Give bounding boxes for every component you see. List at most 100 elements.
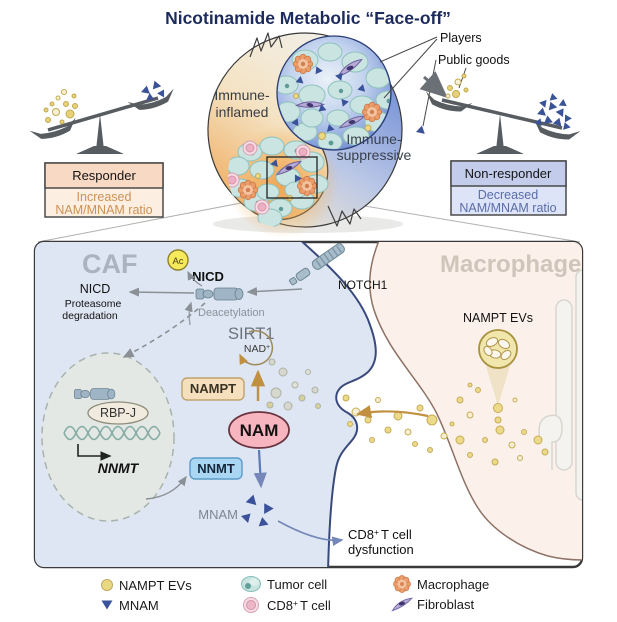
transcription-arrow: [77, 444, 112, 461]
non-responder-header: Non-responder: [465, 166, 552, 181]
left-balance-scale: [29, 80, 174, 154]
players-label: Players: [440, 31, 482, 45]
legend-fibroblast-icon: [391, 597, 414, 612]
deacetylation-label: Deacetylation: [198, 307, 265, 319]
legend-macrophage-icon: [393, 575, 411, 593]
degradation-line2: Proteasome: [65, 298, 122, 310]
cd8-tcell-icons: [228, 140, 311, 215]
svg-text:inflamed: inflamed: [216, 104, 269, 120]
tear-marks-bottom: [327, 205, 362, 227]
macrophage-cell-body: [369, 242, 582, 560]
nicd-to-nucleus-arrow: [122, 302, 206, 358]
responder-header: Responder: [72, 168, 136, 183]
legend-cd8-icon: [243, 597, 259, 613]
nampt-box: [181, 377, 245, 401]
legend-tumor-cell-label: Tumor cell: [267, 577, 327, 592]
sirt1-label: SIRT1: [228, 325, 274, 343]
figure-legend: NAMPT EVs MNAM Tumor cell CD8+T cell Mac…: [101, 575, 489, 613]
fibroblast-icon: [275, 160, 303, 176]
mnam-triangles-sphere: [291, 66, 366, 132]
svg-text:Immune-: Immune-: [346, 131, 402, 147]
notch1-receptor-icon: [289, 243, 345, 286]
legend-tumor-cell-icon: [241, 576, 261, 592]
macrophage-organelles: [538, 269, 582, 501]
internalized-ev-dots: [266, 358, 321, 411]
tumor-yinyang: Immune- inflamed Immune- suppressive: [207, 32, 425, 238]
non-responder-line2: NAM/MNAM ratio: [459, 201, 556, 215]
immune-inflamed-label: Immune- inflamed: [214, 87, 270, 120]
ev-uptake-arrow: [355, 405, 429, 419]
nampt-evs-label: NAMPT EVs: [463, 311, 533, 325]
legend-ev-label: NAMPT EVs: [119, 578, 192, 593]
nampt-label: NAMPT: [190, 381, 236, 396]
fibroblast-icons: [295, 58, 366, 129]
mnam-dots-right-pan-right-scale: [534, 93, 572, 130]
responder-line2: NAM/MNAM ratio: [55, 203, 152, 217]
ev-dots-left-pan: [43, 89, 78, 125]
acetyl-release-arrow: [187, 270, 203, 287]
mnam-dots-right-pan: [141, 80, 165, 101]
legend-mnam-label: MNAM: [119, 598, 159, 613]
mnam-to-cd8-arrow: [277, 520, 344, 546]
svg-text:Immune-: Immune-: [214, 87, 270, 103]
nam-to-mnam-arrow: [253, 449, 267, 489]
macrophage-membrane: [369, 242, 582, 561]
ev-dots-left-pan-right-scale: [445, 73, 469, 99]
annotation-callouts: Players Public goods: [379, 31, 510, 127]
macrophage-label: Macrophage: [440, 251, 581, 278]
suppressive-cell-cluster: [278, 42, 390, 149]
caf-label: CAF: [82, 249, 138, 279]
nicd-label: NICD: [192, 269, 224, 284]
notch-cleavage-arrow: [246, 287, 303, 296]
rbpj-label: RBP-J: [100, 406, 136, 420]
mnam-product-triangles: [240, 494, 274, 527]
nampt-proteins: [483, 337, 512, 361]
acetyl-label: Ac: [172, 256, 183, 267]
degradation-line3: degradation: [62, 310, 118, 322]
nnmt-box: [189, 457, 243, 480]
dna-helix: [63, 425, 161, 441]
non-responder-box: Non-responder Decreased NAM/MNAM ratio: [450, 160, 567, 216]
responder-line1: Increased: [77, 190, 132, 204]
released-ev-dot: [493, 403, 503, 413]
nad-cycle-arrow: [239, 330, 274, 366]
legend-fibroblast-label: Fibroblast: [417, 597, 474, 612]
caf-membrane: [297, 242, 377, 567]
macrophage-icons-sphere: [292, 53, 383, 123]
nnmt-label: NNMT: [197, 461, 235, 476]
zoom-region-box: [266, 156, 318, 199]
nicd-rbpj-complex: RBP-J: [74, 388, 149, 425]
mechanism-panel: CAF Macrophage RBP-J NNMT NICD: [33, 240, 584, 569]
page-title: Nicotinamide Metabolic “Face-off”: [165, 8, 451, 28]
ev-magnifier-cone: [486, 366, 510, 406]
tear-marks-top: [249, 32, 283, 58]
svg-text:suppressive: suppressive: [337, 147, 412, 163]
nam-node: [228, 411, 290, 449]
responder-box: Responder Increased NAM/MNAM ratio: [44, 162, 164, 218]
right-balance-scale: [425, 73, 581, 154]
immune-suppressive-label: Immune- suppressive: [337, 131, 412, 163]
legend-cd8-label: CD8+T cell: [267, 598, 331, 613]
degradation-line1: NICD: [80, 282, 111, 296]
mnam-label: MNAM: [198, 507, 238, 522]
notch1-label: NOTCH1: [338, 278, 388, 292]
nnmt-gene-label: NNMT: [98, 460, 140, 476]
acetyl-icon: [167, 249, 189, 271]
legend-ev-icon: [101, 579, 113, 591]
deacetylation-arrow: [184, 301, 193, 326]
cd8-dysfunction-line1: CD8+T cell: [348, 527, 412, 542]
cd8-dysfunction-line2: dysfunction: [348, 542, 414, 557]
nnmt-induction-arrow: [145, 475, 187, 500]
public-goods-label: Public goods: [438, 53, 510, 67]
mnam-triangle-edge: [415, 125, 425, 134]
inflamed-cell-cluster: [228, 136, 329, 227]
nicd-protein-icon: [195, 287, 244, 301]
macrophage-icons: [237, 175, 318, 201]
legend-mnam-icon: [101, 600, 113, 610]
caf-nucleus: [41, 352, 175, 522]
degradation-arrow: [128, 287, 195, 297]
nad-label: NAD+: [244, 343, 270, 355]
nam-label: NAM: [240, 421, 279, 440]
